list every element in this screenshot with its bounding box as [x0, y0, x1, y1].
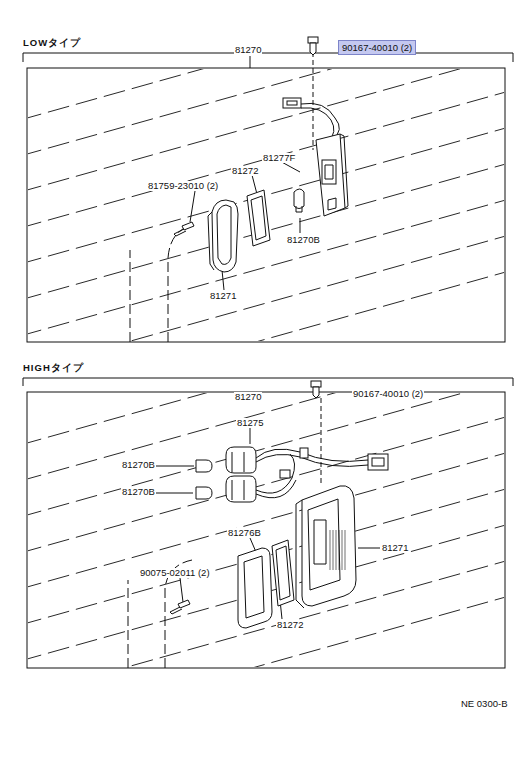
grille-line	[339, 530, 340, 570]
grille-line	[333, 530, 334, 570]
grille-line	[336, 530, 337, 570]
surface-line	[28, 413, 504, 553]
part-number: 81270B	[121, 487, 156, 497]
surface-line	[28, 393, 504, 445]
part-number: 81272	[276, 620, 304, 630]
grille-line	[342, 530, 343, 570]
part-number: 81272	[231, 166, 259, 176]
part-number: 81270	[234, 392, 262, 402]
section-heading: HIGHタイプ	[22, 363, 85, 373]
part-number: 81275	[236, 418, 264, 428]
surface-line	[28, 521, 504, 661]
surface-line	[28, 393, 504, 517]
surface-line	[28, 160, 504, 300]
surface-line	[28, 268, 504, 341]
part-number: NE 0300-B	[460, 699, 508, 709]
part-number: 90167-40010 (2)	[352, 389, 424, 399]
part-number: 81759-23010 (2)	[147, 181, 219, 191]
part-number: 90075-02011 (2)	[139, 568, 211, 578]
section-heading: LOWタイプ	[22, 38, 82, 48]
highlight-box: 90167-40010 (2)	[338, 40, 416, 55]
grille-line	[345, 530, 346, 570]
surface-line	[28, 69, 504, 192]
part-number: 81270	[234, 45, 262, 55]
surface-line	[28, 69, 504, 156]
surface-line	[28, 124, 504, 264]
part-number: 81271	[381, 543, 409, 553]
part-number: 81271	[209, 291, 237, 301]
part-number: 81270B	[286, 235, 321, 245]
part-number: 81277F	[262, 153, 296, 163]
part-number: 90167-40010 (2)	[342, 42, 412, 53]
grille-line	[330, 530, 331, 570]
part-number: 81270B	[121, 460, 156, 470]
part-number: 81276B	[227, 528, 262, 538]
surface-line	[28, 232, 504, 341]
surface-line	[28, 69, 504, 120]
surface-line	[28, 393, 504, 481]
